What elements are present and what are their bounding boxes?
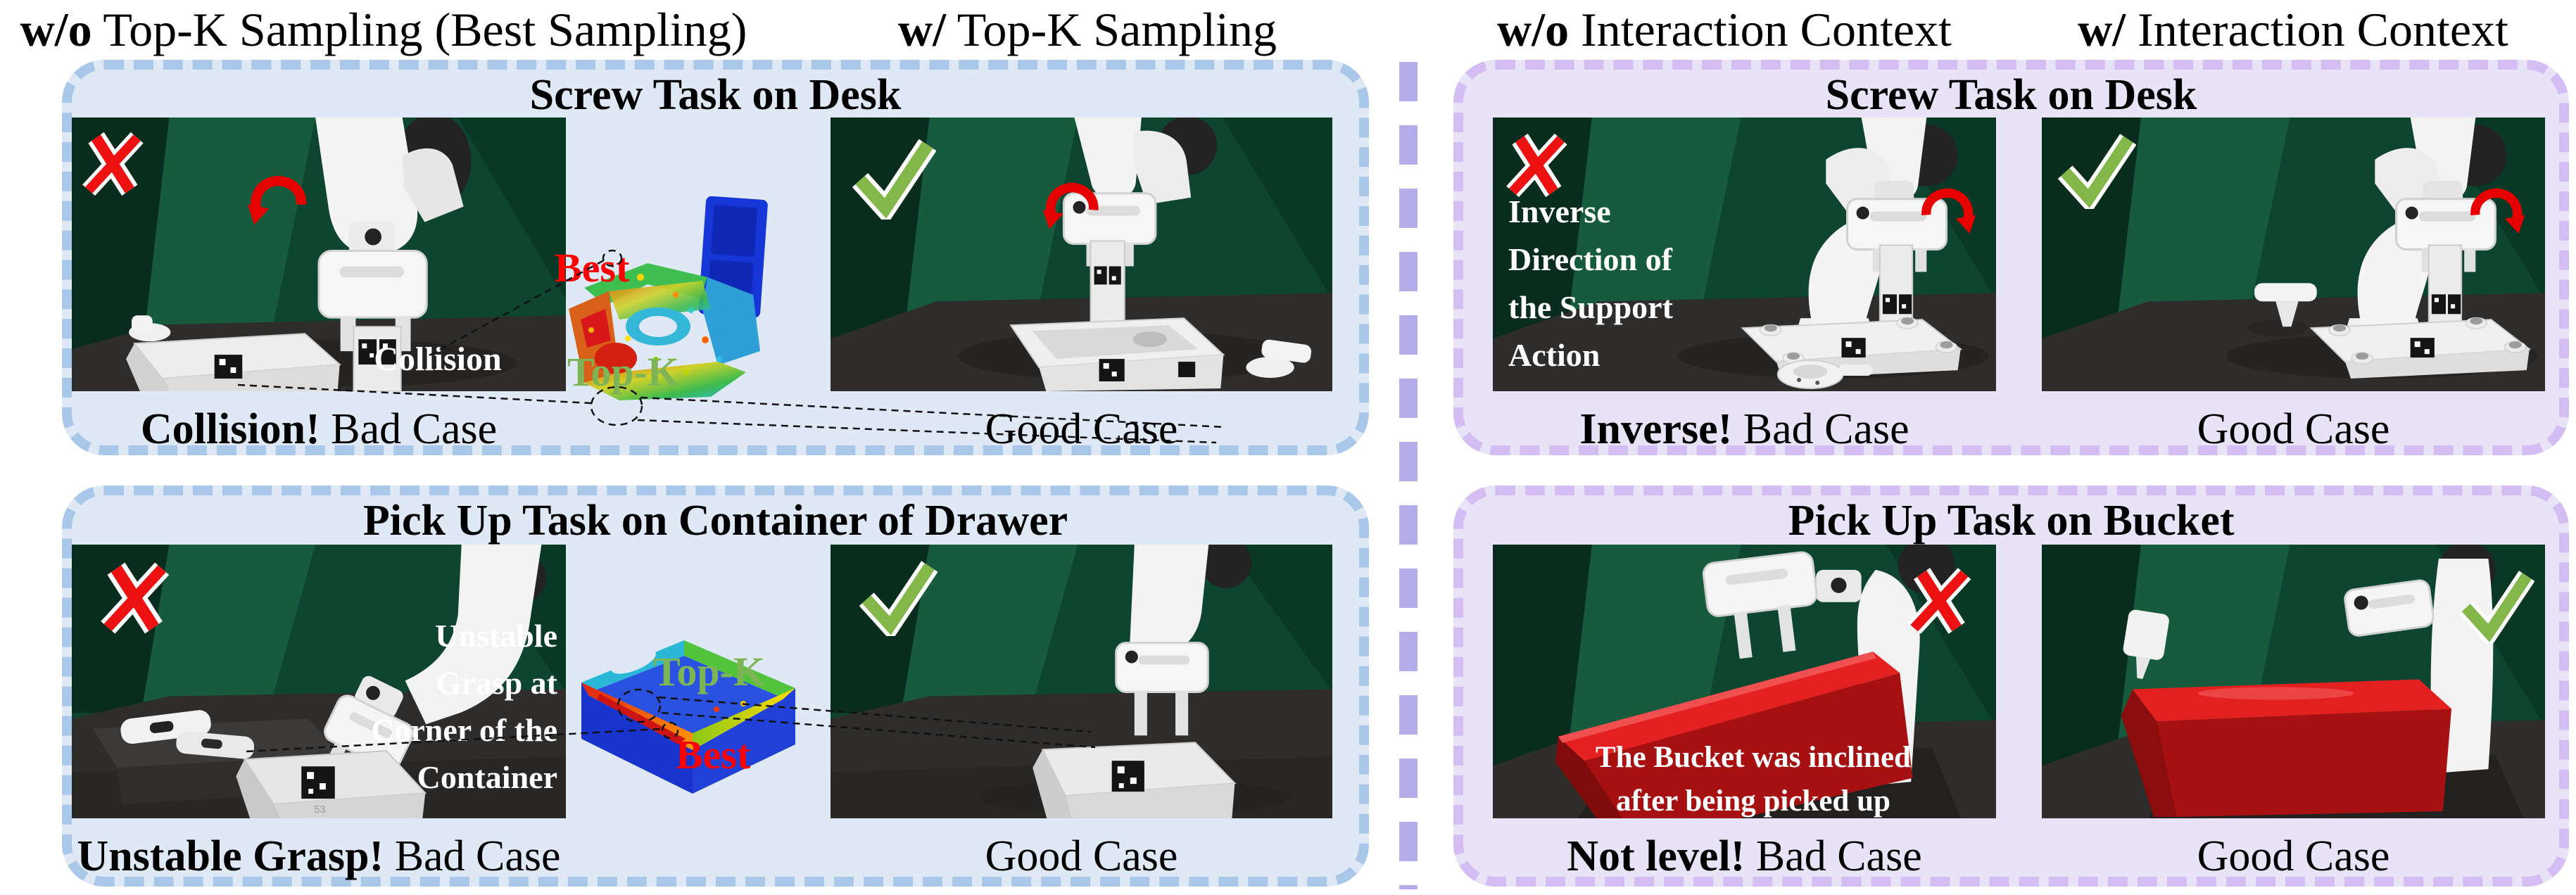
unstable-grasp-label: Unstable Grasp at Corner of the Containe… (371, 618, 557, 795)
panel-context-screw: Screw Task on Desk (1453, 60, 2569, 455)
rotate-arrow-icon (247, 176, 307, 225)
rotate-arrow-icon (2470, 188, 2525, 234)
good-case-caption: Good Case (985, 405, 1178, 453)
best-label: Best (555, 245, 630, 291)
sim-image-ctx-screw-good (2042, 118, 2545, 391)
robot-arm (1062, 118, 1218, 348)
screw-part-lying (1776, 360, 1873, 390)
panel-topk-pickup: Pick Up Task on Container of Drawer (62, 485, 1369, 887)
green-check-icon (2458, 571, 2534, 643)
pointcloud-mesh-bracket (569, 196, 768, 400)
header-wo-context: w/o Interaction Context (1497, 3, 1952, 56)
sim-scene (1493, 545, 1996, 818)
panel-title: Screw Task on Desk (529, 71, 902, 119)
bad-case-caption: Unstable Grasp! Bad Case (77, 832, 561, 880)
panel-title: Pick Up Task on Bucket (1788, 497, 2235, 545)
best-label: Best (676, 732, 751, 777)
green-check-icon (2057, 134, 2136, 209)
good-case-caption: Good Case (2197, 405, 2390, 453)
green-check-icon (852, 139, 936, 220)
red-x-icon (1907, 568, 1971, 634)
red-x-icon (101, 562, 170, 634)
svg-text:53: 53 (314, 804, 325, 815)
handle-parts (120, 710, 255, 759)
red-x-icon (82, 132, 144, 196)
rotate-arrow-icon (1921, 188, 1976, 234)
bad-case-caption: Collision! Bad Case (140, 405, 498, 453)
panel-context-bucket: Pick Up Task on Bucket (1453, 485, 2569, 887)
container-part (1033, 742, 1237, 818)
sim-image-screw-good (831, 118, 1332, 391)
header-w-context: w/ Interaction Context (2078, 3, 2508, 56)
container-part: 53 (236, 750, 427, 818)
container-part (1009, 317, 1312, 391)
bucket-inclined-label: The Bucket was inclined after being pick… (1596, 741, 1911, 818)
good-case-caption: Good Case (2197, 832, 2390, 880)
section-divider (1399, 62, 1418, 889)
header-w-topk: w/ Top-K Sampling (898, 3, 1277, 56)
red-x-icon (1506, 133, 1567, 198)
container-part (126, 315, 342, 391)
green-check-icon (859, 561, 937, 636)
bucket-level (2121, 679, 2452, 818)
robot-arm (315, 118, 472, 391)
sim-scene (831, 118, 1332, 391)
inverse-direction-label: Inverse Direction of the Support Action (1508, 193, 1673, 373)
screw-part-standing (2247, 283, 2317, 337)
header-wo-topk: w/o Top-K Sampling (Best Sampling) (20, 3, 747, 56)
panel-topk-screw: Screw Task on Desk (62, 60, 1369, 455)
topk-label: Top-K (567, 349, 680, 395)
robot-arm (1115, 545, 1252, 736)
good-case-caption: Good Case (985, 832, 1178, 880)
rotate-arrow-icon (1042, 182, 1099, 229)
topk-label: Top-K (653, 649, 766, 694)
sim-scene (1493, 118, 1996, 391)
sim-image-bucket-bad: The Bucket was inclined after being pick… (1493, 545, 1996, 818)
sim-image-pickup-good (831, 545, 1332, 818)
panel-title: Screw Task on Desk (1825, 71, 2197, 119)
sim-image-ctx-screw-bad: Inverse Direction of the Support Action (1493, 118, 1996, 391)
collision-label: Collision (374, 341, 502, 378)
bad-case-caption: Inverse! Bad Case (1579, 405, 1909, 453)
sim-image-bucket-good (2042, 545, 2545, 818)
bucket-inclined (1555, 652, 1913, 818)
bad-case-caption: Not level! Bad Case (1567, 832, 1922, 880)
sim-image-screw-bad: Collision (72, 118, 566, 391)
base-plate (2309, 317, 2532, 379)
sim-image-pickup-bad: 53 Unstable Grasp at Corner of the Conta… (72, 545, 566, 818)
panel-title: Pick Up Task on Container of Drawer (362, 497, 1068, 545)
sim-scene (2042, 545, 2545, 818)
